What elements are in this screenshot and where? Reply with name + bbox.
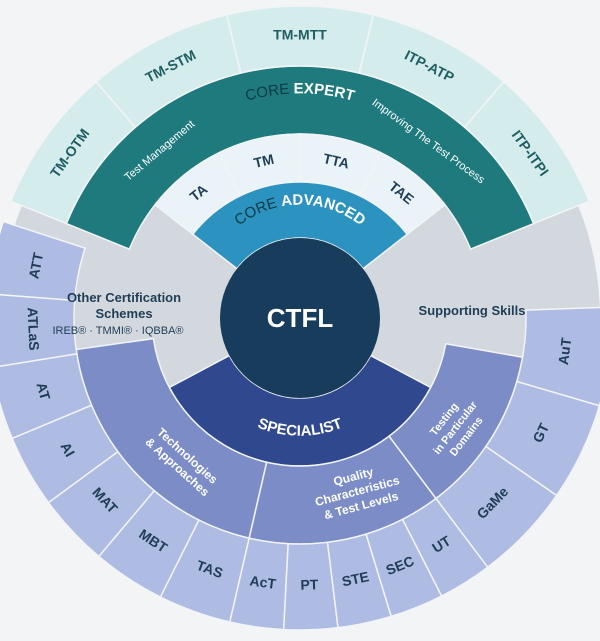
quality-module-sec [365, 518, 443, 618]
quality-module-label-pt: PT [300, 576, 319, 593]
other-certifications-subtitle: IREB® · TMMI® · IQBBA® [52, 325, 183, 337]
tech-module-at [0, 353, 93, 440]
quality-module-label-ste: STE [340, 568, 370, 589]
advanced-module-label-tta: TTA [322, 150, 351, 171]
ctfl-title: CTFL [267, 303, 334, 333]
tech-module-label-ai: AI [57, 439, 78, 459]
ctfl-center [220, 238, 380, 398]
tech-module-ai [11, 404, 119, 504]
tech-module-tas [159, 519, 251, 623]
supporting-skills-title: Supporting Skills [419, 303, 526, 318]
quality-module-label-act: AcT [249, 572, 278, 592]
tech-module-mat [47, 450, 156, 558]
quality-module-ste [326, 533, 393, 629]
other-certifications-title-line1: Other Certification [67, 290, 181, 305]
quality-module-act [228, 537, 289, 631]
expert-module-itp-itpi [463, 80, 591, 225]
quality-module-ut [401, 497, 489, 598]
expert-module-label-tm-mtt: TM-MTT [273, 27, 327, 43]
domain-module-game [434, 445, 558, 569]
tech-module-att [0, 220, 87, 302]
tech-module-label-at: AT [33, 380, 53, 402]
other-certifications-title-line2: Schemes [95, 306, 152, 321]
tech-module-label-att: ATT [25, 251, 46, 280]
tech-module-label-atlas: ATLaS [25, 307, 43, 351]
quality-module-pt [282, 541, 339, 631]
tech-module-mbt [97, 489, 200, 599]
tech-module-atlas [0, 294, 78, 368]
advanced-module-label-tm: TM [252, 151, 275, 171]
domain-module-label-aut: AuT [555, 336, 574, 365]
domain-module-label-gt: GT [529, 420, 552, 445]
